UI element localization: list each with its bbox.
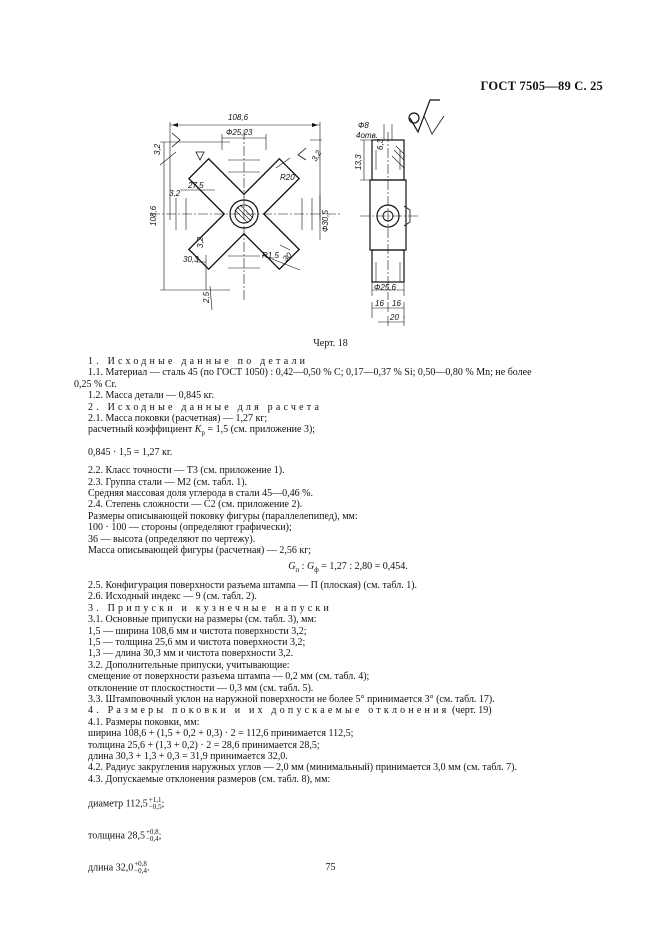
text-line: 100 · 100 — стороны (определяют графичес… — [88, 522, 292, 534]
text-line: 2.3. Группа стали — М2 (см. табл. 1). — [88, 476, 248, 488]
text-line: смещение от поверхности разъема штампа —… — [88, 671, 370, 683]
page-header: ГОСТ 7505—89 С. 25 — [480, 79, 603, 93]
text-line: 2.2. Класс точности — Т3 (см. приложение… — [88, 465, 285, 477]
dim-20: 20 — [389, 313, 399, 322]
dim-3-2-b: 3,2 — [310, 148, 324, 163]
dim-phi30-5: Ф30,5 — [321, 210, 330, 232]
section-heading-1: 1. Исходные данные по детали — [88, 356, 309, 367]
text-line: 3.3. Штамповочный уклон на наружной пове… — [88, 693, 495, 705]
dim-108-6-left: 108,6 — [149, 205, 158, 226]
dim-phi8: Ф8 — [358, 121, 369, 130]
text-line: Средняя массовая доля углерода в стали 4… — [88, 488, 313, 500]
dim-3-2-c: 3,2 — [169, 189, 181, 198]
text-line: 4.1. Размеры поковки, мм: — [88, 716, 200, 728]
roughness-sign — [409, 99, 440, 134]
text-line: 3.2. Дополнительные припуски, учитывающи… — [88, 659, 290, 671]
dim-30: 30 — [281, 250, 294, 263]
dim-r1-5: R1,5 — [262, 251, 279, 260]
text-line: 1.1. Материал — сталь 45 (по ГОСТ 1050) … — [88, 367, 532, 379]
text-line: 4.3. Допускаемые отклонения размеров (см… — [88, 773, 331, 785]
dim-phi25-6: Ф25,6 — [374, 283, 396, 292]
section-heading-3: 3. Припуски и кузнечные напуски — [88, 602, 333, 614]
dim-30-3: 30,3 — [183, 255, 199, 264]
text-line: Размеры описывающей поковку фигуры (пара… — [88, 510, 358, 522]
dim-6-3: 6,3 — [376, 138, 385, 150]
dim-16-a: 16 — [375, 299, 384, 308]
dim-27-5: 27,5 — [187, 181, 204, 190]
text-line: длина 30,3 + 1,3 + 0,3 = 31,9 принимаетс… — [88, 751, 288, 762]
text-line: расчетный коэффициент Kр = 1,5 (см. прил… — [88, 424, 316, 438]
section-heading-2: 2. Исходные данные для расчета — [88, 401, 323, 413]
text-line: 2.5. Конфигурация поверхности разъема шт… — [88, 579, 418, 591]
section-heading-4: 4. Размеры поковки и их допускаемые откл… — [88, 705, 450, 717]
text-line: толщина 25,6 + (1,3 + 0,2) · 2 = 28,6 пр… — [88, 739, 320, 751]
text-line: 2.4. Степень сложности — С2 (см. приложе… — [88, 499, 303, 511]
text-line: 1,5 — толщина 25,6 мм и чистота поверхно… — [88, 636, 306, 648]
text-line: ширина 108,6 + (1,5 + 0,2 + 0,3) · 2 = 1… — [88, 728, 354, 740]
formula-line: Gп : Gф = 1,27 : 2,80 = 0,454. — [288, 560, 408, 574]
tolerance-thickness: толщина 28,5+0,8−0,4; — [88, 828, 162, 844]
text-line: Масса описывающей фигуры (расчетная) — 2… — [88, 545, 312, 557]
tolerance-diameter: диаметр 112,5+1,1−0,5; — [88, 796, 165, 812]
text-line: 36 — высота (определяют по чертежу). — [88, 533, 256, 545]
text-line: 2.6. Исходный индекс — 9 (см. табл. 2). — [88, 591, 257, 603]
dim-13-3: 13,3 — [354, 154, 363, 170]
text-line: отклонение от плоскостности — 0,3 мм (см… — [88, 682, 314, 694]
text-line: 0,25 % Cr. — [74, 378, 117, 390]
dim-4holes: 4отв. — [356, 131, 378, 140]
dim-108-6-top: 108,6 — [228, 113, 249, 122]
dim-r20: R20 — [280, 173, 295, 182]
text-line: 1,5 — ширина 108,6 мм и чистота поверхно… — [88, 625, 307, 637]
text-line: 0,845 · 1,5 = 1,27 кг. — [88, 446, 173, 458]
tolerance-length: длина 32,0+0,8−0,4. — [88, 860, 150, 876]
text-line: 2.1. Масса поковки (расчетная) — 1,27 кг… — [88, 413, 268, 425]
dim-phi25-23: Ф25,23 — [226, 128, 253, 137]
side-view — [360, 132, 420, 300]
dim-2-5: 2,5 — [202, 291, 211, 304]
document-body: 1. Исходные данные по детали 1.1. Матери… — [74, 356, 608, 876]
text-line: 3.1. Основные припуски на размеры (см. т… — [88, 614, 317, 626]
technical-drawing: 108,6 Ф25,23 3,2 3,2 3,2 3,2 R20 27,5 10… — [149, 99, 445, 326]
dim-line-108-6-left — [160, 141, 230, 291]
text-line: 4.2. Радиус закругления наружных углов —… — [88, 762, 518, 774]
text-line: 1,3 — длина 30,3 мм и чистота поверхност… — [88, 648, 294, 660]
page-number: 75 — [325, 862, 336, 873]
drawing-caption: Черт. 18 — [313, 338, 348, 349]
dim-3-2-a: 3,2 — [153, 143, 162, 155]
text-line: 1.2. Масса детали — 0,845 кг. — [88, 390, 214, 402]
dim-3-2-d: 3,2 — [196, 236, 205, 248]
dim-16-b: 16 — [392, 299, 401, 308]
